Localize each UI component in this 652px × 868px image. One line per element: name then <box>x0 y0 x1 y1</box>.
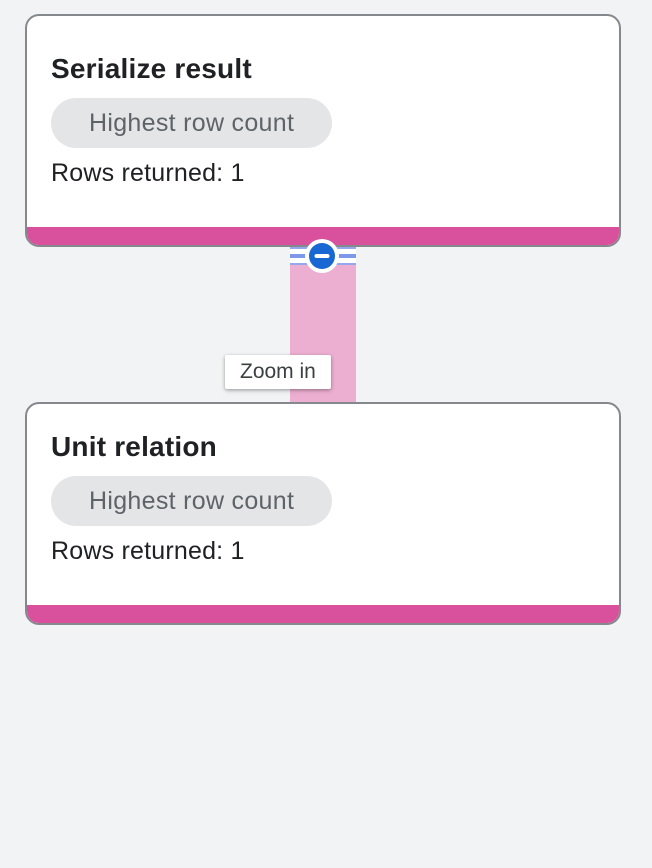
stage-card-unit-relation[interactable]: Unit relation Highest row count Rows ret… <box>25 402 621 625</box>
collapse-edge-button[interactable] <box>309 243 335 269</box>
stage-accent-bar <box>27 605 619 623</box>
minus-circle-icon <box>314 254 330 258</box>
status-badge: Highest row count <box>51 475 333 526</box>
stage-title: Serialize result <box>51 53 252 84</box>
status-badge: Highest row count <box>51 97 333 148</box>
stage-card-serialize-result[interactable]: Serialize result Highest row count Rows … <box>25 14 621 247</box>
stage-title: Unit relation <box>51 431 217 462</box>
rows-returned-label: Rows returned: 1 <box>51 158 245 187</box>
stage-accent-bar <box>27 227 619 245</box>
rows-returned-label: Rows returned: 1 <box>51 536 245 565</box>
zoom-in-tooltip: Zoom in <box>225 355 331 389</box>
